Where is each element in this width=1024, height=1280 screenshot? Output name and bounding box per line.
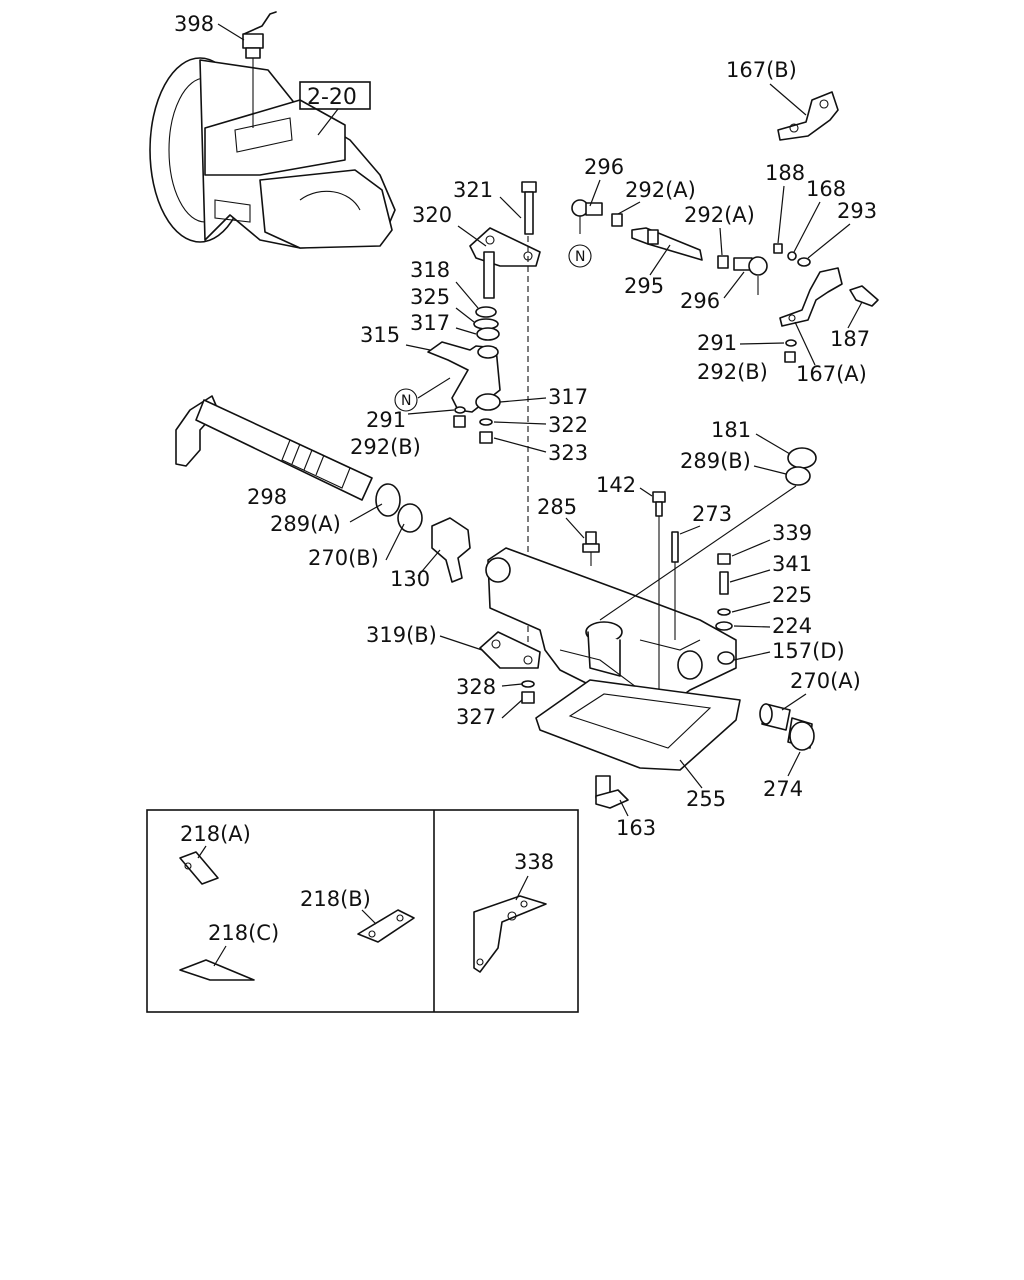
label-285: 285 <box>537 495 577 519</box>
label-218C: 218(C) <box>208 921 279 945</box>
label-225: 225 <box>772 583 812 607</box>
part-296-ball-joint-lower <box>733 256 768 295</box>
part-167A-bracket <box>779 267 843 327</box>
label-289B: 289(B) <box>680 449 751 473</box>
part-255-cover <box>535 679 741 771</box>
label-130: 130 <box>390 567 430 591</box>
part-298-shift-shaft <box>175 395 373 501</box>
label-317-a: 317 <box>410 311 450 335</box>
label-291-a: 291 <box>697 331 737 355</box>
label-292A-1: 292(A) <box>625 178 696 202</box>
label-321: 321 <box>453 178 493 202</box>
part-167B-bracket <box>777 91 839 141</box>
label-298: 298 <box>247 485 287 509</box>
label-273: 273 <box>692 502 732 526</box>
label-319B: 319(B) <box>366 623 437 647</box>
reference-box <box>299 81 371 110</box>
part-292A-nut <box>611 213 623 227</box>
label-157D: 157(D) <box>772 639 845 663</box>
label-339: 339 <box>772 521 812 545</box>
part-398-switch <box>242 11 277 128</box>
part-218A <box>179 851 219 885</box>
label-323: 323 <box>548 441 588 465</box>
part-163 <box>595 775 629 809</box>
label-292B-1: 292(B) <box>697 360 768 384</box>
label-295: 295 <box>624 274 664 298</box>
part-289A-bearing <box>375 483 401 517</box>
marker-n-2 <box>394 388 418 412</box>
label-274: 274 <box>763 777 803 801</box>
marker-n-1 <box>568 244 592 268</box>
part-321-bolt <box>521 181 537 235</box>
part-181 <box>787 447 817 469</box>
marker-n-2-text: N <box>401 393 411 409</box>
part-218C <box>179 959 255 981</box>
label-163: 163 <box>616 816 656 840</box>
label-218A: 218(A) <box>180 822 251 846</box>
marker-n-1-text: N <box>575 249 585 265</box>
label-318: 318 <box>410 258 450 282</box>
label-224: 224 <box>772 614 812 638</box>
label-317-b: 317 <box>548 385 588 409</box>
label-292A-2: 292(A) <box>684 203 755 227</box>
part-295-rod <box>631 227 703 261</box>
label-167A: 167(A) <box>796 362 867 386</box>
part-319B-plate <box>479 631 541 669</box>
label-327: 327 <box>456 705 496 729</box>
part-296-ball-joint <box>571 199 603 234</box>
part-273-pin <box>671 531 679 563</box>
label-292B-2: 292(B) <box>350 435 421 459</box>
label-142: 142 <box>596 473 636 497</box>
label-293: 293 <box>837 199 877 223</box>
transmission-housing <box>149 57 396 249</box>
label-315: 315 <box>360 323 400 347</box>
label-270A: 270(A) <box>790 669 861 693</box>
part-338-bracket <box>473 895 547 973</box>
part-218B <box>357 909 415 943</box>
label-181: 181 <box>711 418 751 442</box>
label-296-a: 296 <box>584 155 624 179</box>
label-322: 322 <box>548 413 588 437</box>
part-130-fork <box>431 517 471 583</box>
label-270B: 270(B) <box>308 546 379 570</box>
inset-box <box>146 809 579 1013</box>
part-285-fitting <box>582 531 600 566</box>
label-255: 255 <box>686 787 726 811</box>
label-325: 325 <box>410 285 450 309</box>
reference-box-label: 2-20 <box>307 85 357 110</box>
label-218B: 218(B) <box>300 887 371 911</box>
part-187-pin <box>849 285 879 307</box>
label-291-b: 291 <box>366 408 406 432</box>
label-168: 168 <box>806 177 846 201</box>
label-167B: 167(B) <box>726 58 797 82</box>
label-320: 320 <box>412 203 452 227</box>
part-289B <box>785 466 811 486</box>
label-341: 341 <box>772 552 812 576</box>
label-188: 188 <box>765 161 805 185</box>
label-398: 398 <box>174 12 214 36</box>
label-187: 187 <box>830 327 870 351</box>
label-338: 338 <box>514 850 554 874</box>
label-289A: 289(A) <box>270 512 341 536</box>
label-296-b: 296 <box>680 289 720 313</box>
label-328: 328 <box>456 675 496 699</box>
